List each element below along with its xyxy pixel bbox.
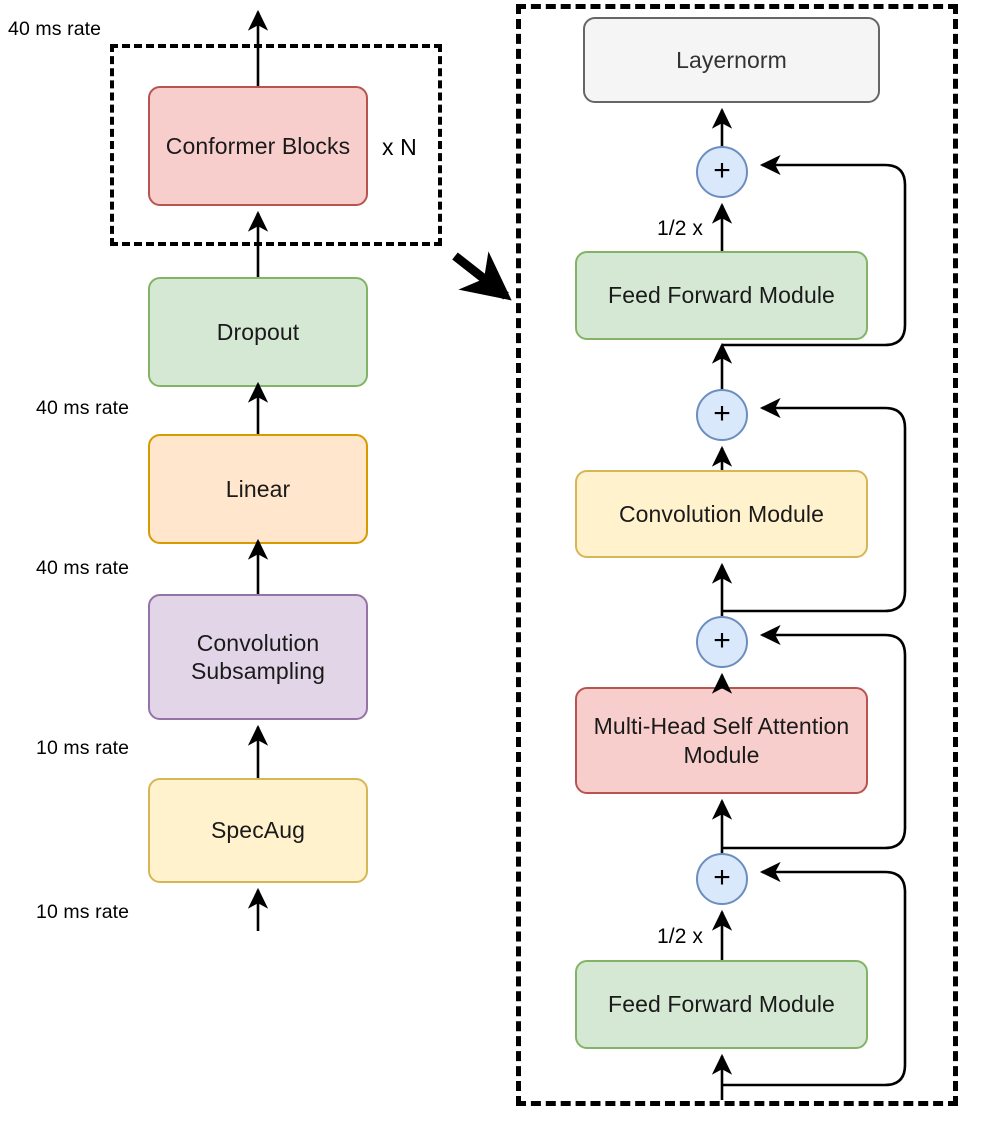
adder-mhsa[interactable]: +	[696, 616, 748, 668]
node-specaug-label: SpecAug	[210, 817, 306, 844]
node-multi-head-self-attention-module-label: Multi-Head Self Attention Module	[593, 713, 850, 768]
node-multi-head-self-attention-module[interactable]: Multi-Head Self Attention Module	[575, 687, 868, 794]
label-rate-input: 10 ms rate	[36, 901, 130, 923]
conformer-block-detail-group-box	[516, 4, 958, 1106]
adder-top-symbol: +	[713, 153, 731, 187]
node-convolution-module[interactable]: Convolution Module	[575, 470, 868, 558]
label-rate-subsampling-input: 10 ms rate	[36, 737, 130, 759]
conformer-blocks-group-box	[110, 44, 442, 246]
label-rate-linear-input: 40 ms rate	[36, 557, 130, 579]
adder-convolution[interactable]: +	[696, 389, 748, 441]
label-half-scale-top: 1/2 x	[657, 217, 704, 240]
node-convolution-subsampling[interactable]: Convolution Subsampling	[148, 594, 368, 720]
node-layernorm[interactable]: Layernorm	[583, 17, 880, 103]
expansion-pointer-arrow	[452, 251, 512, 301]
node-conformer-blocks[interactable]: Conformer Blocks	[148, 86, 368, 206]
label-rate-dropout-input: 40 ms rate	[36, 397, 130, 419]
node-layernorm-label: Layernorm	[676, 46, 787, 73]
node-convolution-subsampling-label: Convolution Subsampling	[190, 629, 326, 684]
node-convolution-module-label: Convolution Module	[618, 500, 825, 527]
label-half-scale-bottom: 1/2 x	[657, 925, 704, 948]
node-linear[interactable]: Linear	[148, 434, 368, 544]
node-conformer-blocks-label: Conformer Blocks	[165, 132, 351, 159]
node-linear-label: Linear	[225, 475, 291, 502]
node-feed-forward-module-bottom[interactable]: Feed Forward Module	[575, 960, 868, 1049]
adder-convolution-symbol: +	[713, 396, 731, 430]
node-dropout[interactable]: Dropout	[148, 277, 368, 387]
group-multiplier-label: x N	[382, 134, 417, 160]
node-feed-forward-module-top[interactable]: Feed Forward Module	[575, 251, 868, 340]
adder-mhsa-symbol: +	[713, 623, 731, 657]
adder-bottom[interactable]: +	[696, 853, 748, 905]
node-feed-forward-module-bottom-label: Feed Forward Module	[608, 991, 835, 1018]
adder-bottom-symbol: +	[713, 860, 731, 894]
node-specaug[interactable]: SpecAug	[148, 778, 368, 883]
node-dropout-label: Dropout	[216, 318, 300, 345]
label-rate-output: 40 ms rate	[8, 18, 102, 40]
node-feed-forward-module-top-label: Feed Forward Module	[608, 282, 835, 309]
adder-top[interactable]: +	[696, 146, 748, 198]
